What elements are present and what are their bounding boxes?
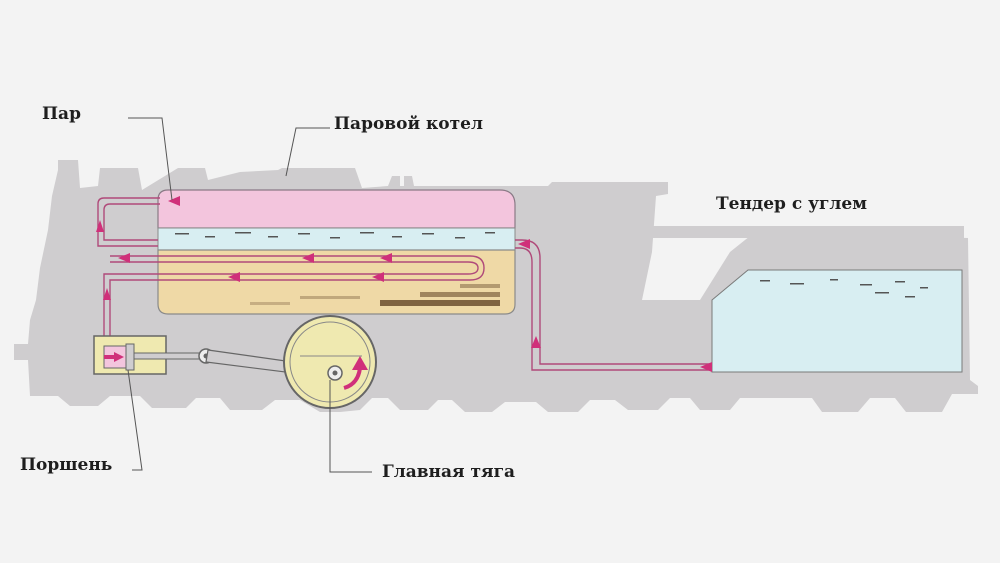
coal-texture	[250, 284, 500, 306]
boiler-steam-space	[157, 189, 516, 229]
boiler-water	[157, 227, 516, 251]
boiler-firebox	[157, 249, 516, 315]
piston-label: Поршень	[20, 455, 113, 475]
boiler-water-dashes	[175, 232, 495, 239]
steam-arrows	[96, 196, 712, 372]
boiler-label: Паровой котел	[334, 114, 483, 134]
piston-arrow-icon	[114, 352, 124, 362]
leader-lines	[127, 117, 372, 473]
tender-water-tank	[711, 269, 963, 373]
piston	[125, 343, 135, 371]
rotation-arrow-icon	[343, 367, 362, 390]
main-rod-label: Главная тяга	[382, 462, 516, 482]
tender-interior	[650, 200, 962, 298]
steam-label: Пар	[42, 104, 81, 124]
tender-water-dashes	[760, 279, 928, 298]
tender-label: Тендер с углем	[716, 194, 867, 214]
steam-pipes	[97, 197, 712, 371]
piston-rod	[133, 352, 205, 360]
